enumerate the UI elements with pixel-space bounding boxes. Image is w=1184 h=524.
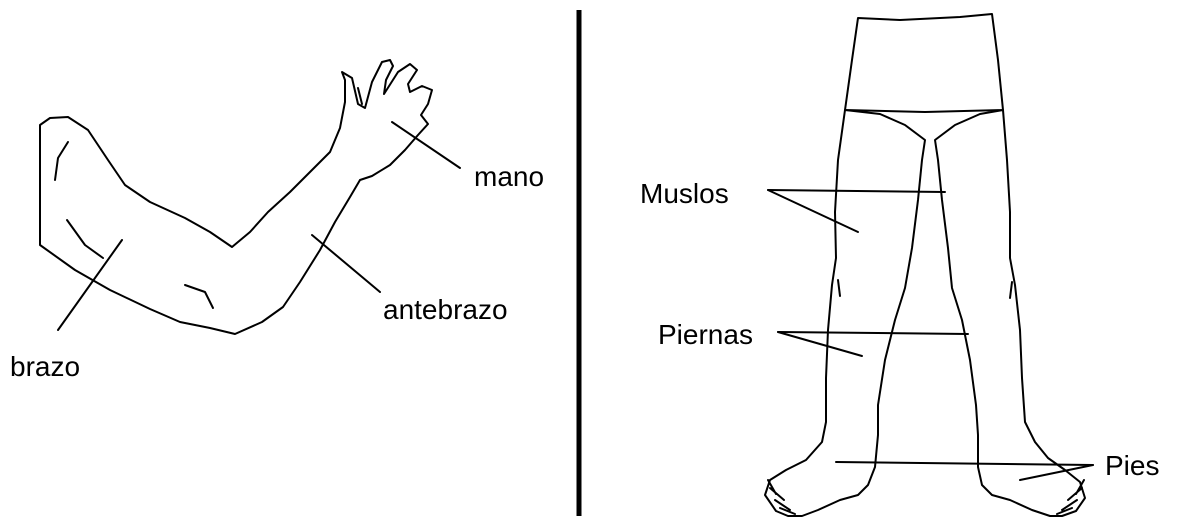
- label-mano: mano: [474, 161, 544, 192]
- arm-illustration: [39, 59, 433, 335]
- left-leg-outline: [764, 109, 926, 517]
- arm-leaders: [57, 121, 461, 331]
- right-leg-outline: [934, 109, 1086, 517]
- label-brazo: brazo: [10, 351, 80, 382]
- label-antebrazo: antebrazo: [383, 294, 508, 325]
- elbow-crease: [66, 219, 104, 259]
- finger-crease: [357, 87, 363, 105]
- piernas-leader-diagonal: [777, 331, 863, 357]
- arm-outline: [39, 59, 433, 335]
- right-toes: [1056, 479, 1085, 515]
- muslos-leader-diagonal: [767, 189, 859, 233]
- shoulder-crease: [54, 141, 69, 181]
- left-knee-mark: [837, 279, 841, 297]
- label-piernas: Piernas: [658, 319, 753, 350]
- pies-leader-diagonal: [1019, 464, 1094, 481]
- pies-leader-horizontal: [835, 461, 1094, 466]
- piernas-leader-horizontal: [777, 331, 969, 335]
- legs-illustration: [764, 13, 1086, 517]
- label-pies: Pies: [1105, 450, 1159, 481]
- muslos-leader-horizontal: [767, 189, 946, 193]
- right-knee-mark: [1009, 281, 1013, 299]
- inner-arm-crease: [184, 284, 214, 309]
- left-toes: [767, 479, 796, 515]
- label-muslos: Muslos: [640, 178, 729, 209]
- legs-leaders: [767, 189, 1094, 481]
- brazo-leader: [57, 239, 123, 331]
- shorts-outline: [844, 13, 1004, 113]
- antebrazo-leader: [311, 234, 381, 293]
- mano-leader: [391, 121, 461, 169]
